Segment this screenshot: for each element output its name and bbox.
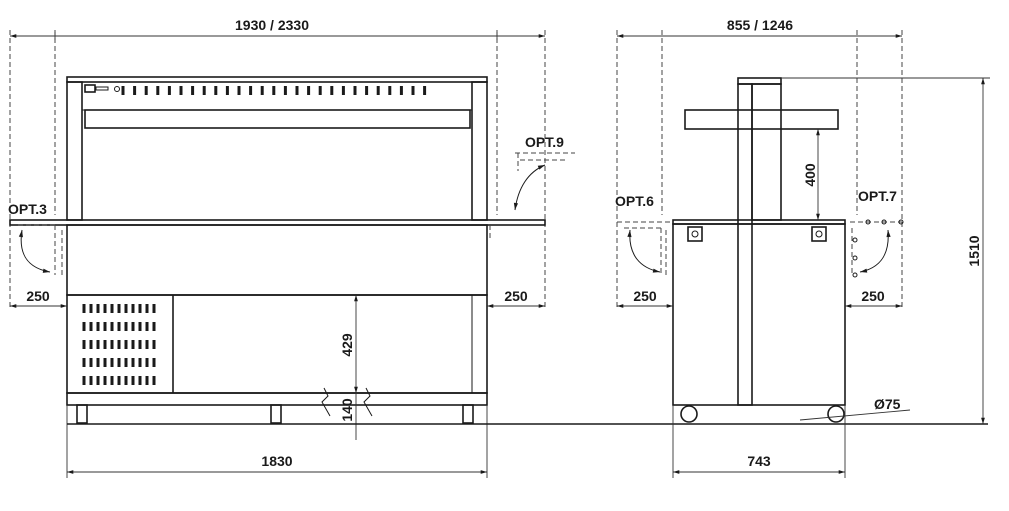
total-height-label: 1510 bbox=[966, 235, 982, 266]
cabinet-body bbox=[66, 224, 488, 296]
option-3-label: OPT.3 bbox=[8, 201, 47, 217]
column bbox=[737, 83, 753, 406]
side-left-extension-label: 250 bbox=[633, 288, 657, 304]
overall-depth-label: 855 / 1246 bbox=[727, 17, 793, 33]
overall-width-label: 1930 / 2330 bbox=[235, 17, 309, 33]
side-view: 855 / 1246 OPT.6 OPT.7 400 250 250 bbox=[615, 17, 990, 478]
option-9-label: OPT.9 bbox=[525, 134, 564, 150]
base-depth-label: 743 bbox=[747, 453, 771, 469]
side-extension-lines bbox=[616, 30, 903, 310]
wheel bbox=[680, 405, 698, 423]
display-cabinet bbox=[9, 76, 546, 424]
control-panel bbox=[84, 84, 96, 93]
top-vents bbox=[121, 86, 427, 95]
base-width-label: 1830 bbox=[261, 453, 292, 469]
front-extension-lines bbox=[9, 30, 546, 310]
side-body bbox=[672, 223, 846, 406]
louver-panel bbox=[82, 304, 156, 385]
wheel-diameter-label: Ø75 bbox=[874, 396, 901, 412]
front-right-extension-label: 250 bbox=[504, 288, 528, 304]
base-frame bbox=[66, 392, 488, 406]
base-height-label: 140 bbox=[339, 398, 355, 422]
light-bar bbox=[84, 109, 471, 129]
dimension-overall-width: 1930 / 2330 bbox=[10, 17, 545, 40]
front-left-extension-label: 250 bbox=[26, 288, 50, 304]
feet bbox=[76, 404, 474, 424]
wheel bbox=[827, 405, 845, 423]
front-view: 1930 / 2330 bbox=[8, 17, 575, 478]
side-cabinet bbox=[617, 77, 904, 423]
option-7-label: OPT.7 bbox=[858, 188, 897, 204]
option-6-label: OPT.6 bbox=[615, 193, 654, 209]
sign-shelf bbox=[684, 109, 839, 130]
shelf-height-label: 400 bbox=[802, 163, 818, 187]
lower-cabinet bbox=[66, 294, 488, 394]
side-right-extension-label: 250 bbox=[861, 288, 885, 304]
cabinet-height-label: 429 bbox=[339, 333, 355, 357]
